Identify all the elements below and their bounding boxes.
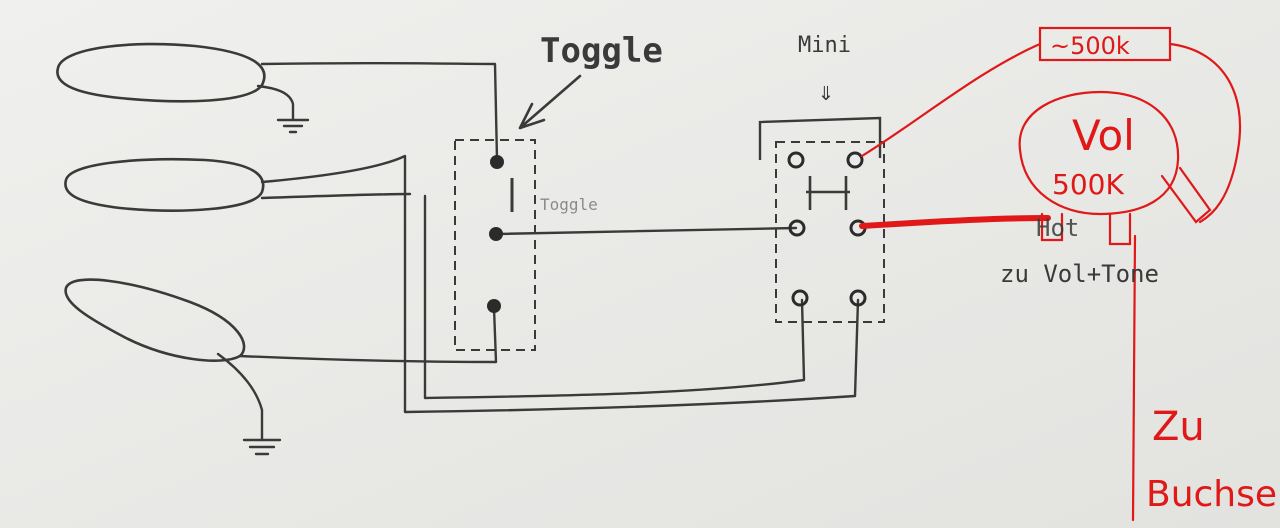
mini-arrow: ⇓ [818,77,834,107]
toggle-lug-middle [489,227,503,241]
pot-value: 500K [1052,168,1124,201]
toggle-switch [454,139,536,351]
mini-lug-3 [788,219,806,237]
red-wires [860,42,1242,522]
resistor-label: ~500k [1050,32,1130,60]
volume-pot [1018,90,1212,246]
mini-switch [758,116,885,323]
pickup-2 [64,157,265,212]
toggle-lug-top [490,155,504,169]
mini-lug-5 [791,289,809,307]
zu-label: Zu [1152,404,1205,450]
buchse-label: Buchse [1146,474,1277,515]
toggle-arrow [518,74,582,130]
hot-label: Hot [1036,214,1079,242]
resistor [1038,26,1172,62]
mini-lug-1 [787,151,805,169]
hot-wire [859,215,1051,229]
toggle-lug-bottom [487,299,501,313]
toggle-small-label: Toggle [540,195,598,214]
mini-lug-6 [849,289,867,307]
pot-name: Vol [1072,111,1135,160]
mini-lug-2 [846,151,864,169]
ground-symbol-2 [242,438,282,456]
pickup-1 [56,42,266,103]
pencil-wires [216,61,860,442]
ground-symbol [276,118,310,134]
zu-vol-tone-label: zu Vol+Tone [1000,260,1159,288]
toggle-title: Toggle [540,31,663,71]
mini-title: Mini [798,33,851,58]
